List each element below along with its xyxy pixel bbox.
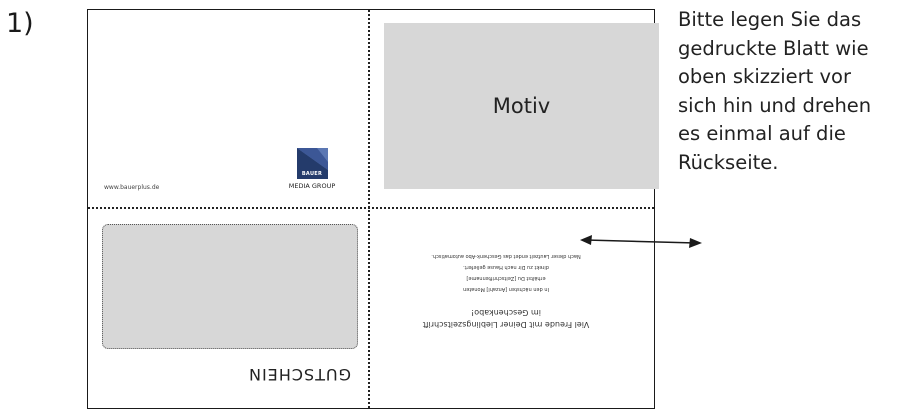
instruction-line: sich hin und drehen (678, 93, 872, 117)
instruction-line: gedruckte Blatt wie (678, 36, 869, 60)
website-url: www.bauerplus.de (104, 184, 160, 191)
message-line: direkt zu Dir nach Hause geliefert. (463, 264, 549, 270)
bauer-logo-text: BAUER (301, 171, 323, 177)
motiv-label: Motiv (492, 94, 551, 118)
instruction-text: Bitte legen Sie das gedruckte Blatt wie … (678, 6, 916, 177)
step-number: 1) (6, 8, 34, 39)
message-line: Viel Freude mit Deiner Lieblingszeitschr… (422, 320, 590, 329)
horizontal-fold-line (88, 207, 654, 209)
instruction-line: Bitte legen Sie das (678, 8, 862, 31)
message-line: Nach dieser Laufzeit endet das Geschenk-… (431, 253, 581, 259)
media-group-label: MEDIA GROUP (288, 182, 336, 190)
instruction-line: es einmal auf die (678, 122, 846, 145)
instruction-line: Rückseite. (678, 150, 779, 174)
message-line: im Geschenkabo! (471, 308, 541, 317)
double-arrow-icon (580, 235, 702, 248)
gift-message: Viel Freude mit Deiner Lieblingszeitschr… (416, 250, 596, 330)
motiv-placeholder: Motiv (384, 23, 659, 189)
printed-sheet-sketch: Motiv www.bauerplus.de BAUER MEDIA GROUP… (87, 9, 659, 409)
bauer-logo: BAUER MEDIA GROUP (275, 148, 349, 190)
instruction-line: oben skizziert vor (678, 65, 851, 88)
coupon-placeholder (102, 224, 358, 349)
gutschein-label: GUTSCHEIN (248, 365, 352, 384)
message-line: In den nächsten [Anzahl] Monaten (463, 286, 549, 292)
vertical-fold-line (368, 10, 370, 408)
bauer-logo-icon: BAUER (296, 148, 328, 179)
message-line: erhältst Du [Zeitschriftenname] (466, 275, 546, 281)
